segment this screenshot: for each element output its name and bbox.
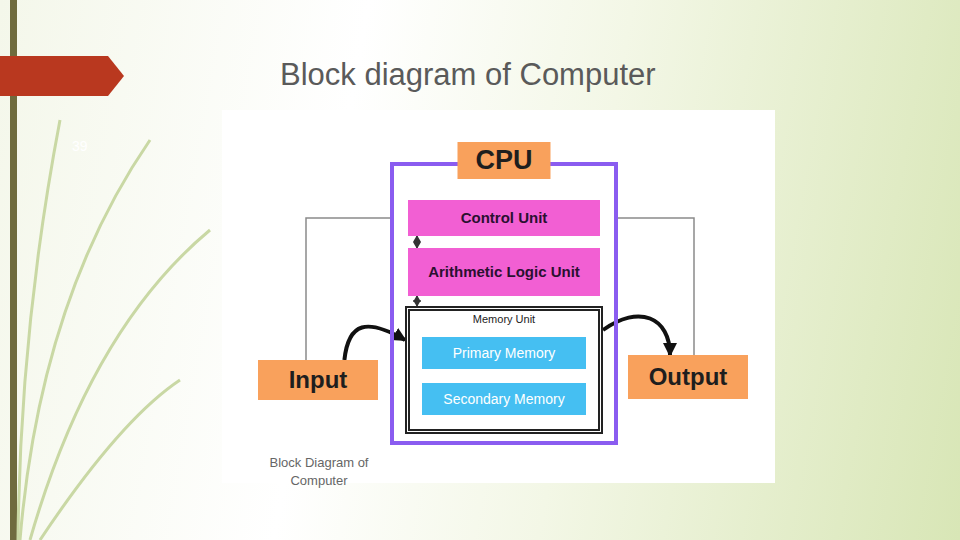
box-text: Control Unit [455,209,554,227]
bus-arrow [416,296,418,306]
control-unit-box: Control Unit [408,200,600,236]
input-box: Input [258,360,378,400]
figure-caption: Block Diagram of Computer [256,454,382,489]
control-line [618,218,694,355]
cpu-heading: CPU [457,142,550,179]
grass-strokes [18,120,210,540]
box-text: Output [643,363,734,391]
cpu-box: CPUControl UnitArithmetic Logic UnitMemo… [390,162,618,445]
primary-memory-box: Primary Memory [422,337,586,369]
box-text: Input [283,366,354,394]
memory-heading: Memory Unit [410,313,598,325]
slide-title: Block diagram of Computer [280,57,960,93]
alu-box: Arithmetic Logic Unit [408,248,600,296]
data-flow-arrow [603,316,670,355]
data-flow-arrow [344,327,405,360]
bus-arrow [416,236,418,248]
memory-unit-box: Memory UnitPrimary MemorySecondary Memor… [405,306,603,434]
box-text: Secondary Memory [437,391,570,407]
output-box: Output [628,355,748,399]
control-line [306,218,390,360]
box-text: Primary Memory [447,345,562,361]
secondary-memory-box: Secondary Memory [422,383,586,415]
slide-number-tag [0,56,124,96]
box-text: Arithmetic Logic Unit [422,263,586,281]
slide-number: 39 [72,138,960,154]
